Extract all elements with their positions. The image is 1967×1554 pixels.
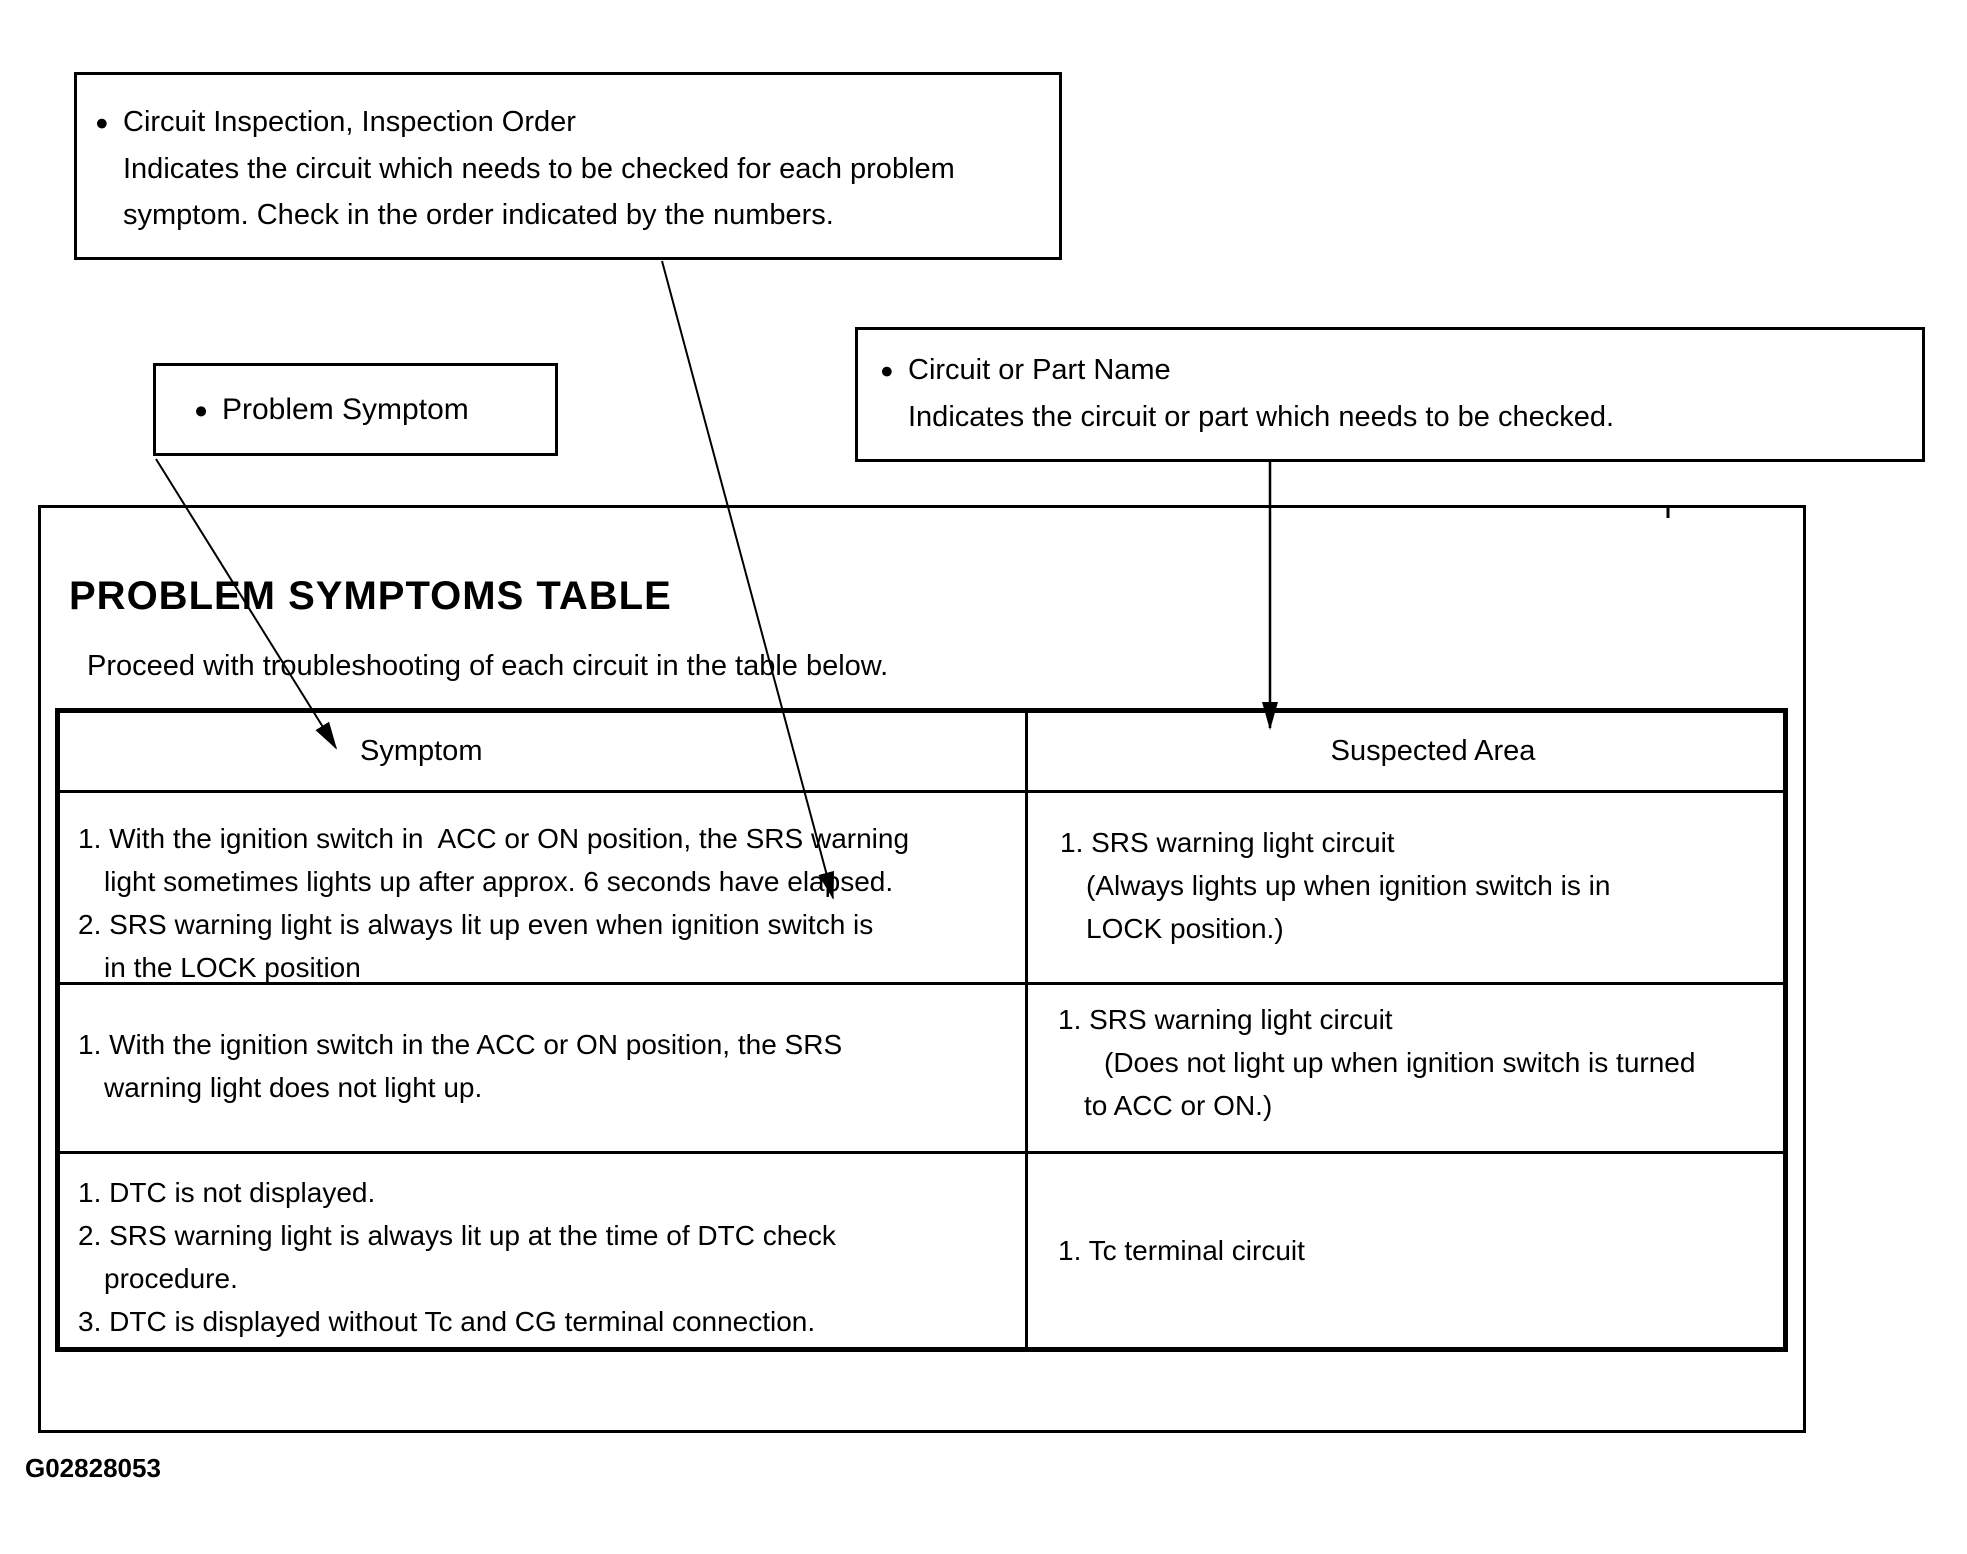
suspected-line: LOCK position.) — [1086, 913, 1284, 944]
bullet-icon: ● — [880, 358, 894, 383]
bullet-icon: ● — [194, 396, 209, 423]
symptom-line: 1. With the ignition switch in the ACC o… — [78, 1029, 843, 1060]
symptom-line: procedure. — [104, 1263, 238, 1294]
page-title: PROBLEM SYMPTOMS TABLE — [69, 574, 672, 618]
column-header-symptom: Symptom — [360, 735, 483, 767]
callout-circuit-part-title: Circuit or Part Name — [908, 354, 1171, 386]
callout-circuit-inspection-title: Circuit Inspection, Inspection Order — [123, 106, 576, 138]
table-row-1-symptom-cell: 1. With the ignition switch in ACC or ON… — [60, 790, 1025, 983]
symptom-line: 2. SRS warning light is always lit up at… — [78, 1220, 836, 1251]
table-row-3-symptom-cell: 1. DTC is not displayed. 2. SRS warning … — [60, 1151, 1025, 1347]
callout-circuit-inspection: ● Circuit Inspection, Inspection Order In… — [74, 72, 1062, 260]
table-row-2-suspected-cell: 1. SRS warning light circuit (Does not l… — [1025, 982, 1783, 1151]
callout-problem-symptom: ● Problem Symptom — [153, 363, 558, 456]
table-row-2-symptom-cell: 1. With the ignition switch in the ACC o… — [60, 982, 1025, 1151]
table-row-3-suspected-cell: 1. Tc terminal circuit — [1025, 1151, 1783, 1347]
table-row-1-suspected-cell: 1. SRS warning light circuit (Always lig… — [1025, 790, 1783, 982]
suspected-line: 1. SRS warning light circuit — [1060, 827, 1395, 858]
suspected-line: (Does not light up when ignition switch … — [1104, 1047, 1696, 1078]
suspected-line: 1. Tc terminal circuit — [1058, 1235, 1305, 1266]
symptom-line: 3. DTC is displayed without Tc and CG te… — [78, 1306, 816, 1337]
bullet-icon: ● — [95, 110, 109, 135]
figure-code: G02828053 — [25, 1453, 161, 1483]
symptom-line: light sometimes lights up after approx. … — [104, 866, 894, 897]
callout-title-line: ● Problem Symptom — [194, 387, 469, 433]
callout-title-line: ● Circuit Inspection, Inspection Order — [95, 99, 1059, 146]
callout-circuit-part-name: ● Circuit or Part Name Indicates the circ… — [855, 327, 1925, 462]
symptoms-table: Symptom Suspected Area 1. With the ignit… — [55, 708, 1788, 1352]
symptom-line: 2. SRS warning light is always lit up ev… — [78, 909, 874, 940]
callout-title-line: ● Circuit or Part Name — [880, 347, 1922, 394]
suspected-line: 1. SRS warning light circuit — [1058, 1004, 1393, 1035]
symptom-line: in the LOCK position — [104, 952, 361, 983]
callout-circuit-inspection-desc2: symptom. Check in the order indicated by… — [123, 199, 834, 231]
symptom-line: 1. With the ignition switch in ACC or ON… — [78, 823, 910, 854]
page-subtitle: Proceed with troubleshooting of each cir… — [87, 650, 889, 682]
suspected-line: to ACC or ON.) — [1084, 1090, 1273, 1121]
problem-symptoms-section: PROBLEM SYMPTOMS TABLE Proceed with trou… — [38, 505, 1806, 1433]
suspected-line: (Always lights up when ignition switch i… — [1086, 870, 1611, 901]
column-header-suspected-area: Suspected Area — [1025, 713, 1783, 790]
symptom-line: warning light does not light up. — [104, 1072, 483, 1103]
callout-circuit-part-desc: Indicates the circuit or part which need… — [908, 401, 1615, 433]
callout-problem-symptom-title: Problem Symptom — [222, 392, 469, 426]
symptom-line: 1. DTC is not displayed. — [78, 1177, 376, 1208]
callout-circuit-inspection-desc1: Indicates the circuit which needs to be … — [123, 153, 955, 185]
